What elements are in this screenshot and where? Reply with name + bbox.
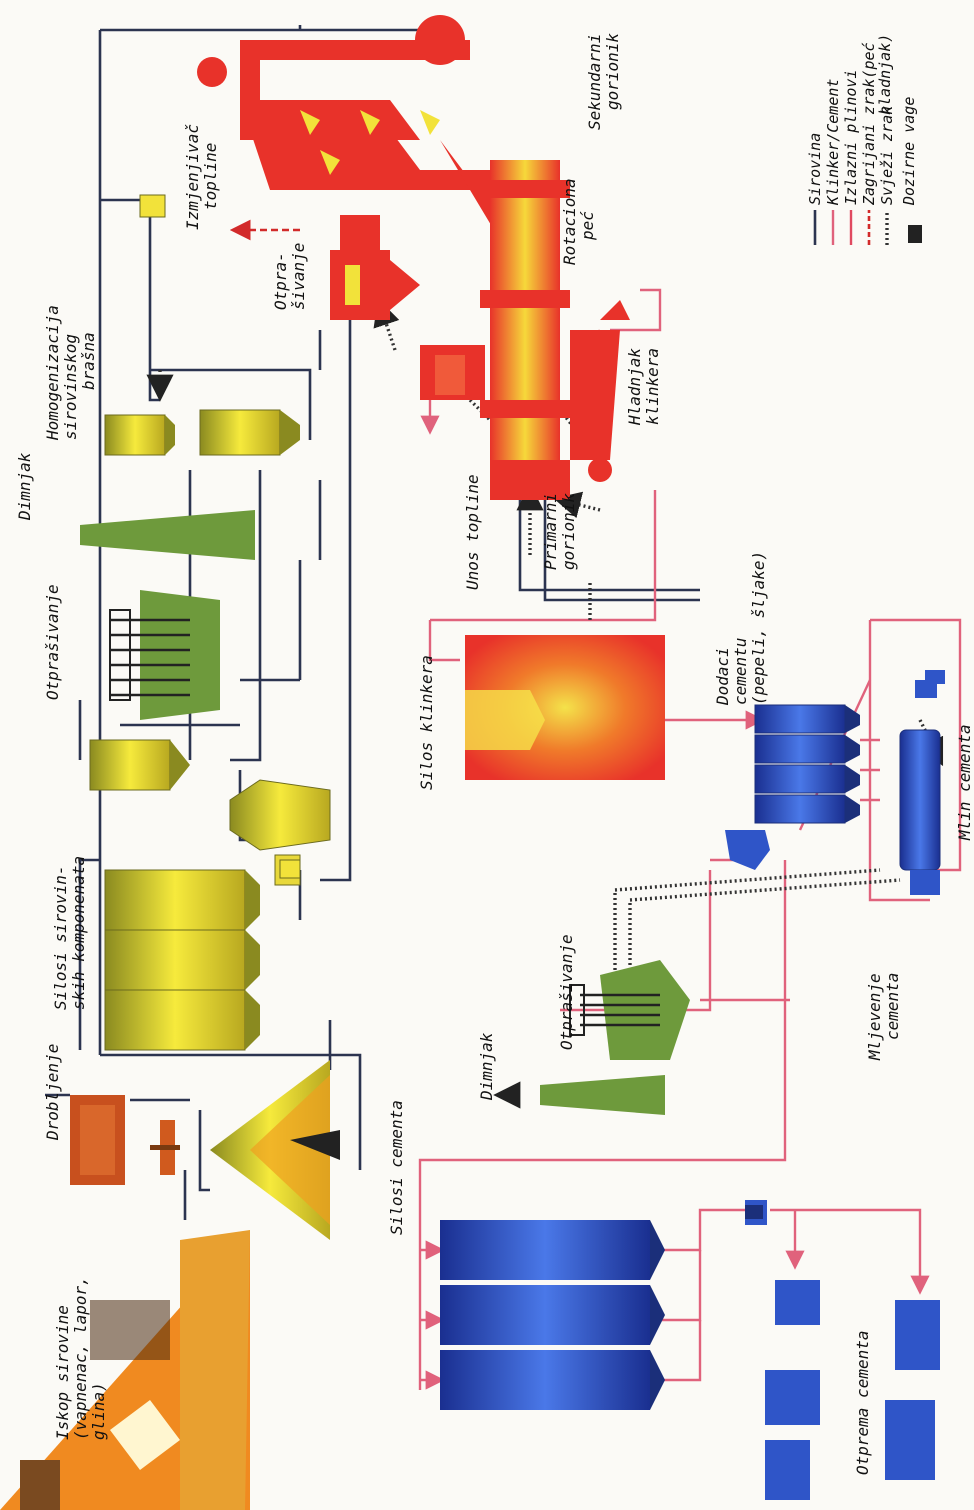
clinker-silo: [465, 635, 665, 780]
legend-label-svjezi: Svježi zrak: [878, 106, 896, 205]
legend-label-klinker: Klinker/Cement: [824, 79, 842, 206]
label-dodaci-3: (pepeli, šljake): [749, 551, 768, 705]
label-drobljenje: Drobljenje: [43, 1044, 62, 1141]
crusher: [70, 1095, 180, 1185]
cement-silos: [440, 1220, 665, 1410]
label-mljevenje-2: cementa: [883, 973, 902, 1040]
label-dimnjak-2: Dimnjak: [477, 1032, 496, 1101]
chimney-1: [80, 510, 255, 560]
label-mljevenje-1: Mljevenje: [865, 973, 884, 1061]
cement-additives-hoppers: [754, 704, 860, 824]
label-izmjenjivac-2: topline: [201, 143, 220, 210]
label-homogenizacija-1: Homogenizacija: [43, 305, 62, 441]
label-primarni-2: gorionik: [559, 493, 578, 570]
label-sekundarni-2: gorionik: [603, 33, 622, 110]
label-dodaci-1: Dodaci: [713, 647, 732, 706]
label-silosi-cementa: Silosi cementa: [387, 1100, 406, 1235]
quarry-excavation: [0, 1230, 250, 1510]
chimney-2: [540, 1075, 665, 1115]
label-hladnjak-1: Hladnjak: [625, 348, 644, 426]
legend-label-dozirne: Dozirne vage: [900, 97, 918, 206]
legend-label-zagrijani: Zagrijani zrak(peć: [860, 42, 878, 206]
label-otprasivanje-2-1: Otpra-: [271, 252, 290, 310]
label-iskop-2: (vapnenac, lapor,: [71, 1276, 90, 1440]
label-homogenizacija-3: brašna: [79, 332, 98, 390]
legend-swatch-dozirne: [908, 225, 922, 243]
legend-label-sirovina: Sirovina: [806, 133, 824, 205]
label-iskop-3: glina): [89, 1382, 108, 1440]
homogenization-silos: [104, 409, 300, 456]
label-otprasivanje-3: Otprašivanje: [557, 934, 576, 1050]
label-unos: Unos topline: [463, 474, 482, 590]
label-otprasivanje-1: Otprašivanje: [43, 584, 62, 700]
label-homogenizacija-2: sirovinskog: [61, 334, 80, 440]
raw-mill-hopper: [210, 1060, 340, 1240]
label-rotaciona-1: Rotaciona: [560, 178, 579, 265]
raw-separator: [89, 739, 331, 886]
label-iskop-1: Iskop sirovine: [53, 1305, 72, 1440]
legend-label-izlazni: Izlazni plinovi: [842, 70, 860, 205]
dosing-scale-icons: [279, 670, 945, 1219]
label-dodaci-2: cementu: [731, 638, 750, 705]
labels: Iskop sirovine (vapnenac, lapor, glina) …: [15, 33, 974, 1475]
cement-dispatch-vehicles: [745, 1200, 940, 1500]
label-silosi-sirov-1: Silosi sirovin-: [51, 866, 70, 1011]
raw-component-silos: [104, 869, 260, 1051]
heat-exchanger-scale: [139, 194, 166, 218]
clinker-cooler: [570, 300, 630, 482]
cement-separator: [725, 830, 770, 870]
rotary-kiln: [480, 160, 570, 500]
label-rotaciona-2: peć: [578, 211, 597, 241]
preheater-tower: [197, 15, 540, 250]
label-hladnjak-2: klinkera: [643, 348, 662, 425]
label-silos-klinkera: Silos klinkera: [417, 655, 436, 790]
label-primarni-1: Primarni: [541, 493, 560, 570]
label-izmjenjivac-1: Izmjenjivač: [183, 124, 202, 230]
label-mlin: Mlin cementa: [955, 724, 974, 841]
label-silosi-sirov-2: skih komponenata: [69, 856, 88, 1010]
dedusting-filter-3: [569, 960, 690, 1060]
cement-mill: [899, 680, 941, 895]
dedusting-filter-2: [330, 215, 485, 400]
label-sekundarni-1: Sekundarni: [585, 34, 604, 130]
legend: Sirovina Klinker/Cement Izlazni plinovi …: [806, 34, 922, 245]
legend-label-zagrijani-2: hladnjak): [876, 34, 894, 115]
label-dimnjak-1: Dimnjak: [15, 452, 34, 521]
dedusting-filter-1: [109, 590, 220, 720]
label-otprema: Otprema cementa: [853, 1331, 872, 1476]
label-otprasivanje-2-2: šivanje: [289, 243, 308, 310]
